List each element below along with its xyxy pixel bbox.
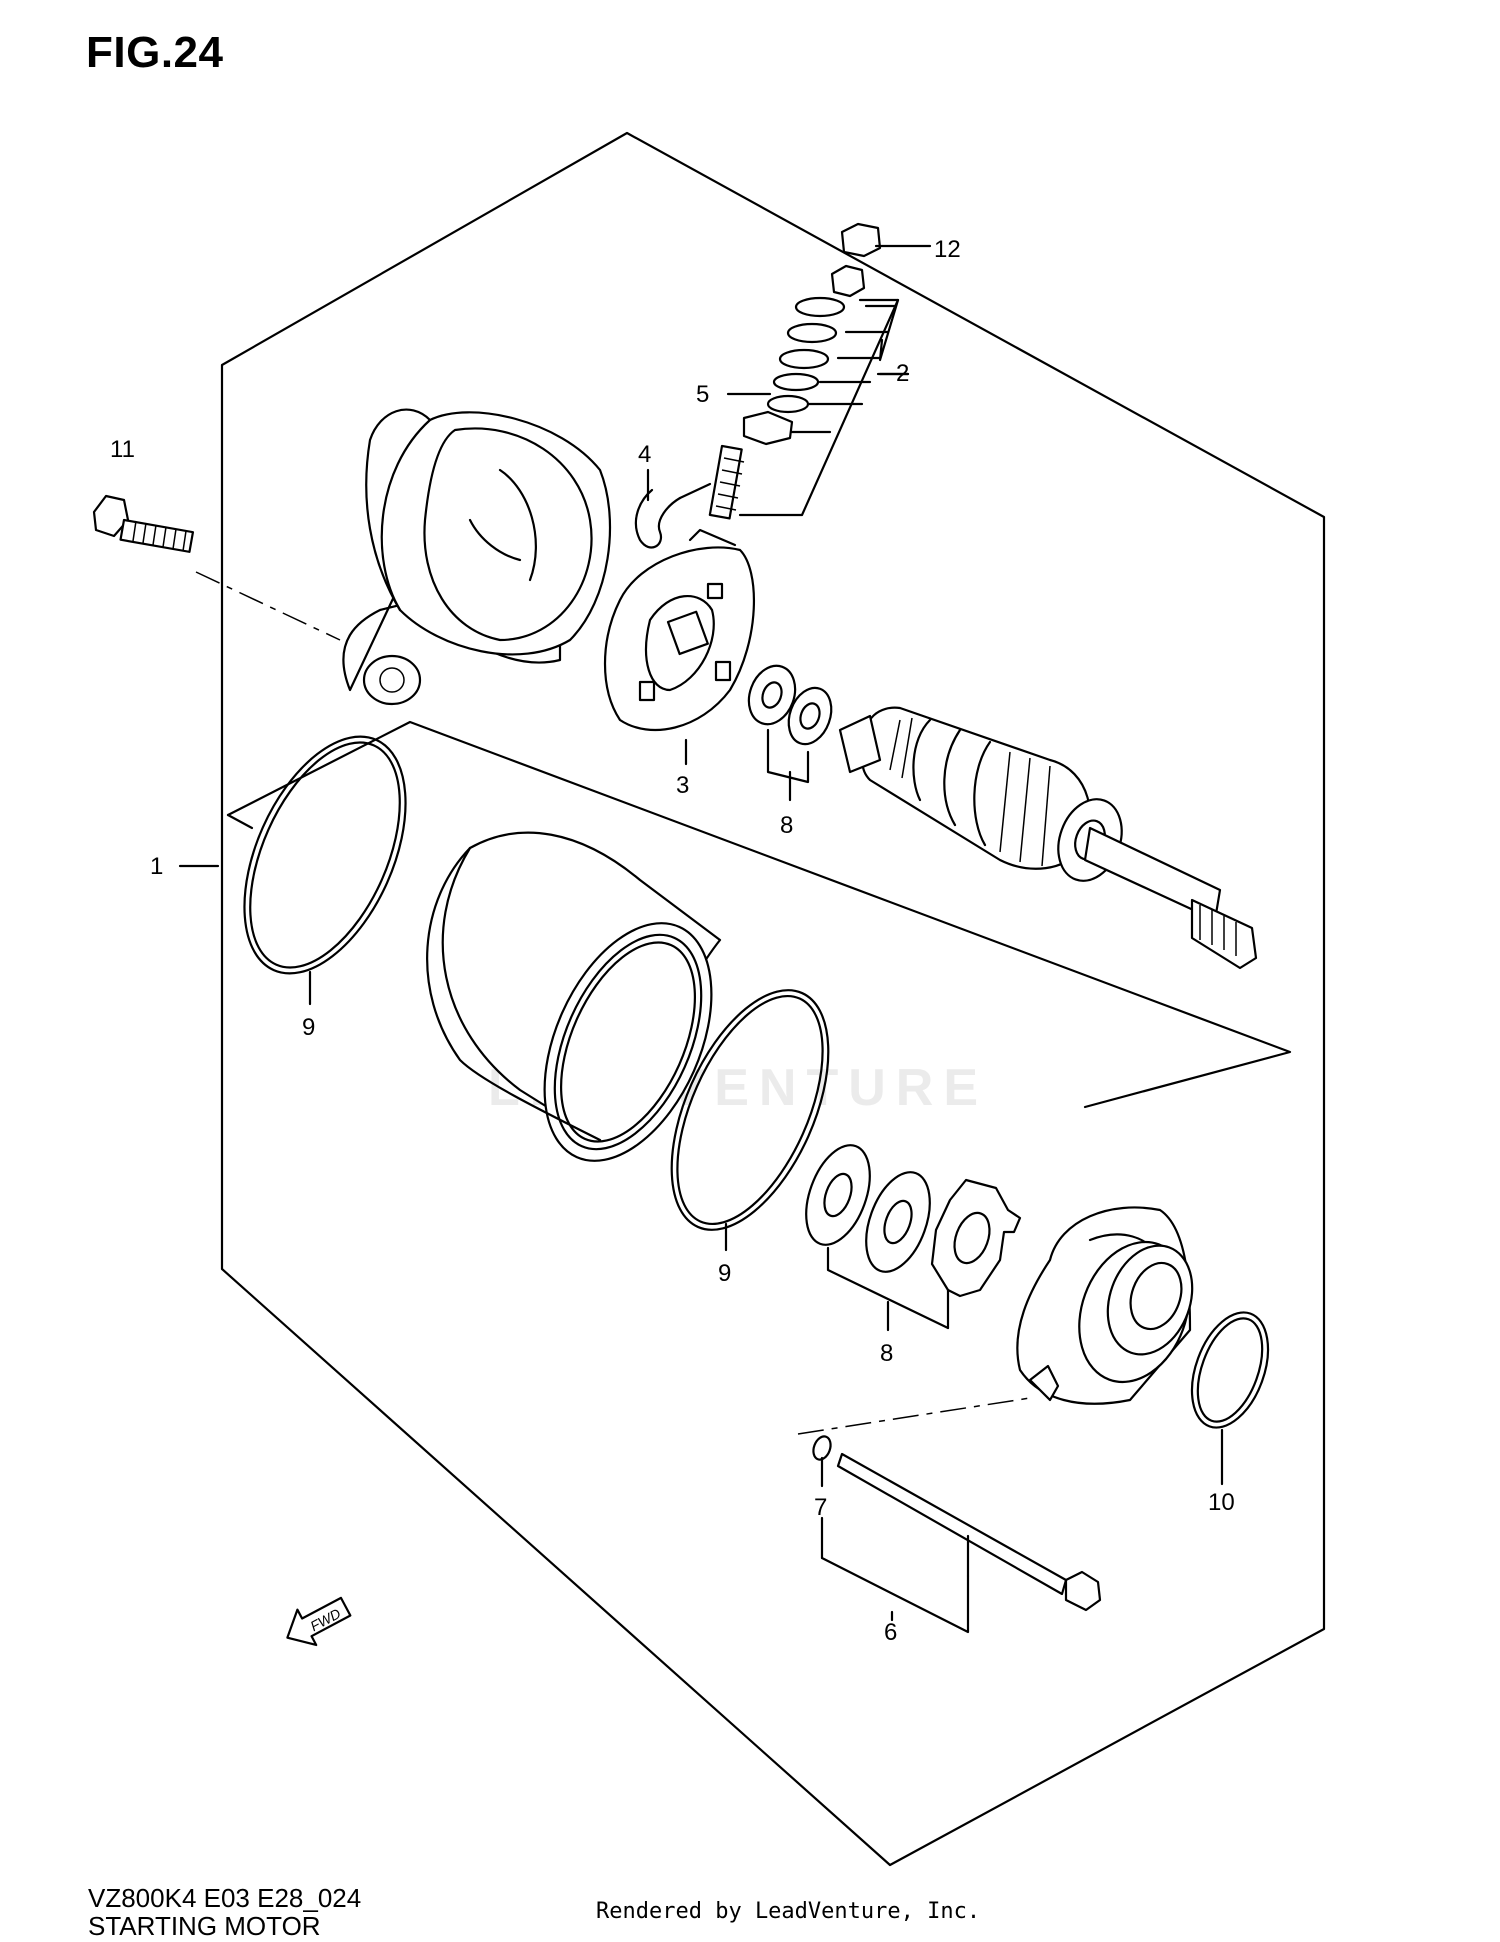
model-code: VZ800K4 E03 E28_024 bbox=[88, 1883, 362, 1913]
callout-3: 3 bbox=[676, 772, 689, 799]
nut-part-12 bbox=[840, 222, 882, 258]
fwd-arrow-icon: FWD bbox=[286, 1596, 352, 1647]
callout-9-lower: 9 bbox=[718, 1260, 731, 1287]
callout-11: 11 bbox=[110, 436, 135, 463]
callout-1: 1 bbox=[150, 853, 163, 880]
rendered-by-credit: Rendered by LeadVenture, Inc. bbox=[596, 1899, 981, 1924]
assembly-frame bbox=[220, 131, 1326, 1867]
spring-part-4 bbox=[634, 482, 712, 549]
through-bolt-part-6 bbox=[820, 1452, 1102, 1634]
subframe-edge bbox=[226, 813, 254, 830]
callout-4: 4 bbox=[638, 441, 651, 468]
callout-9-upper: 9 bbox=[302, 1014, 315, 1041]
callout-2: 2 bbox=[896, 360, 909, 387]
callout-leaders bbox=[178, 244, 1224, 1622]
terminal-kit-part-2 bbox=[708, 264, 910, 520]
armature bbox=[838, 706, 1258, 970]
washers-part-8-upper bbox=[747, 664, 833, 784]
rear-housing bbox=[342, 408, 612, 706]
callout-8-upper: 8 bbox=[780, 812, 793, 839]
figure-title: FIG.24 bbox=[86, 28, 224, 77]
callout-7: 7 bbox=[814, 1494, 827, 1521]
callout-5: 5 bbox=[696, 381, 709, 408]
brush-plate-part-3 bbox=[603, 528, 756, 732]
o-ring-part-9-lower bbox=[670, 989, 830, 1231]
o-ring-part-10 bbox=[1190, 1311, 1270, 1429]
callout-8-lower: 8 bbox=[880, 1340, 893, 1367]
bolt-part-11 bbox=[92, 494, 341, 641]
callout-12: 12 bbox=[934, 236, 961, 263]
armature-subframe bbox=[226, 720, 1292, 1109]
callout-6: 6 bbox=[884, 1619, 897, 1646]
o-ring-part-9-upper bbox=[243, 735, 407, 975]
callout-10: 10 bbox=[1208, 1489, 1235, 1516]
washer-part-7 bbox=[797, 1397, 1031, 1461]
washers-part-8-lower bbox=[805, 1144, 1022, 1330]
yoke-housing bbox=[426, 831, 722, 1162]
diagram-name: STARTING MOTOR bbox=[88, 1911, 321, 1941]
front-housing bbox=[1016, 1206, 1194, 1405]
